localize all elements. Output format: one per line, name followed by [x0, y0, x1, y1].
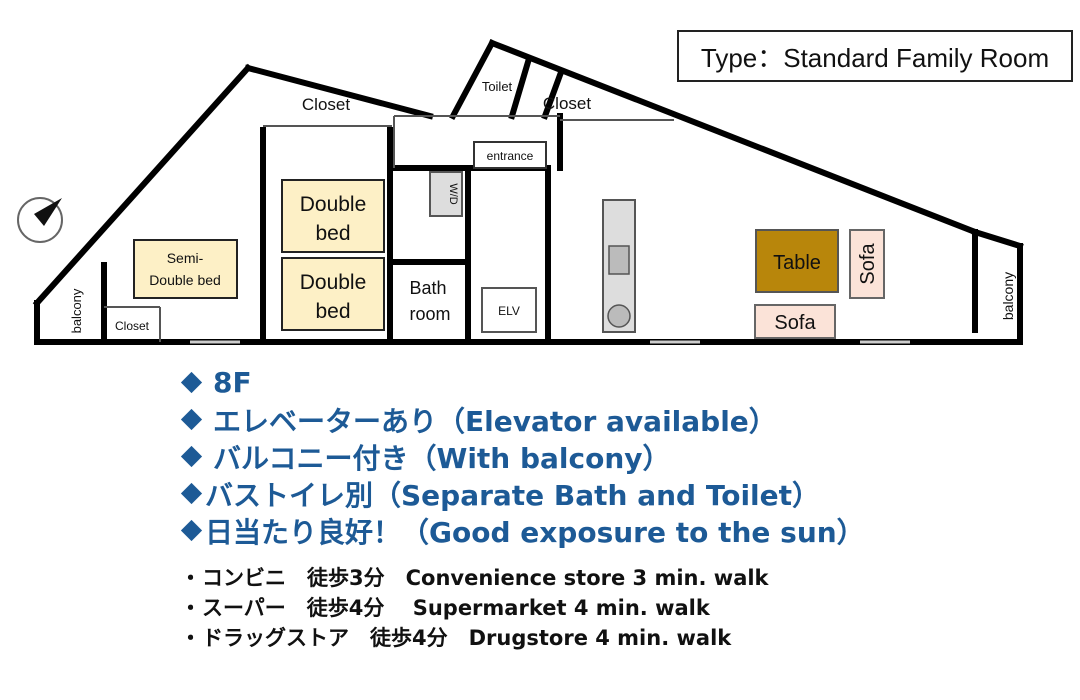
nearby-text: コンビニ 徒歩3分 Convenience store 3 min. walk — [202, 566, 769, 590]
entrance: entrance — [473, 141, 547, 169]
balcony-left-label: balcony — [69, 288, 84, 333]
sofa-vertical: Sofa — [849, 229, 885, 299]
double-bed-1-line1: Double — [300, 193, 367, 216]
double-bed-2-line1: Double — [300, 271, 367, 294]
nearby-text: スーパー 徒歩4分 Supermarket 4 min. walk — [202, 596, 710, 620]
feature-text: バルコニー付き（With balcony） — [213, 441, 671, 475]
nearby-list: ・コンビニ 徒歩3分 Convenience store 3 min. walk… — [180, 562, 769, 652]
bath-room-line1: Bath — [409, 278, 446, 298]
kitchen-counter — [602, 199, 636, 333]
compass-icon — [17, 197, 63, 243]
diamond-icon — [180, 371, 203, 394]
entrance-label: entrance — [487, 149, 534, 163]
sofa-horizontal: Sofa — [754, 304, 836, 339]
feature-item: バストイレ別（Separate Bath and Toilet） — [178, 475, 865, 512]
diamond-icon — [180, 408, 203, 431]
bullet-icon: ・ — [180, 596, 201, 620]
semi-double-line2: Double bed — [149, 272, 221, 288]
washer-dryer: W/D — [429, 171, 463, 217]
elevator: ELV — [481, 287, 537, 333]
floor-plan: Double bed Double bed Semi- Double bed T… — [17, 38, 1024, 345]
diamond-icon — [180, 482, 203, 505]
table-label: Table — [773, 252, 821, 274]
table: Table — [755, 229, 839, 293]
feature-text: 日当たり良好！（Good exposure to the sun） — [205, 515, 865, 549]
wd-label: W/D — [447, 183, 459, 204]
bath-room-line2: room — [409, 304, 450, 324]
sofa-vertical-label: Sofa — [857, 243, 879, 285]
feature-item: バルコニー付き（With balcony） — [178, 438, 865, 475]
diamond-icon — [180, 519, 203, 542]
feature-text: エレベーターあり（Elevator available） — [213, 404, 777, 438]
bullet-icon: ・ — [180, 566, 201, 590]
double-bed-2: Double bed — [281, 257, 385, 331]
closet-top-mid-label: Closet — [543, 94, 591, 113]
feature-item: エレベーターあり（Elevator available） — [178, 401, 865, 438]
closet-top-left-label: Closet — [302, 95, 350, 114]
nearby-item: ・スーパー 徒歩4分 Supermarket 4 min. walk — [180, 592, 769, 622]
room-type-box: Type：Standard Family Room — [677, 30, 1073, 82]
double-bed-2-line2: bed — [315, 300, 350, 323]
double-bed-1-line2: bed — [315, 222, 350, 245]
nearby-text: ドラッグストア 徒歩4分 Drugstore 4 min. walk — [202, 626, 732, 650]
sofa-horizontal-label: Sofa — [774, 312, 816, 334]
bullet-icon: ・ — [180, 626, 201, 650]
feature-item: 日当たり良好！（Good exposure to the sun） — [178, 512, 865, 549]
balcony-right-label: balcony — [1000, 272, 1016, 320]
closet-bottom-left-label: Closet — [115, 319, 150, 333]
elv-label: ELV — [498, 304, 520, 318]
features-list: 8F エレベーターあり（Elevator available） バルコニー付き（… — [178, 364, 865, 549]
nearby-item: ・ドラッグストア 徒歩4分 Drugstore 4 min. walk — [180, 622, 769, 652]
double-bed-1: Double bed — [281, 179, 385, 253]
semi-double-line1: Semi- — [167, 250, 204, 266]
diamond-icon — [180, 445, 203, 468]
feature-item: 8F — [178, 364, 865, 401]
semi-double-bed: Semi- Double bed — [133, 239, 238, 299]
toilet-label: Toilet — [482, 79, 513, 94]
feature-text: 8F — [213, 366, 252, 399]
feature-text: バストイレ別（Separate Bath and Toilet） — [205, 478, 821, 512]
nearby-item: ・コンビニ 徒歩3分 Convenience store 3 min. walk — [180, 562, 769, 592]
